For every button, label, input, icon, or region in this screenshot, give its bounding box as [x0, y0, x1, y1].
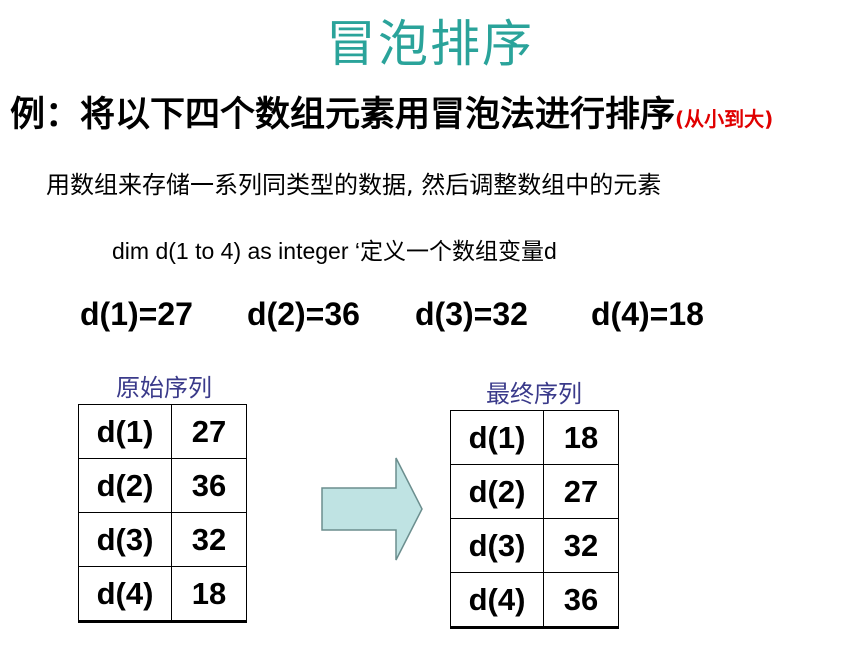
table-cell-value: 27 [171, 404, 247, 459]
table-cell-value: 18 [543, 410, 619, 465]
table-cell-value: 18 [171, 566, 247, 623]
table-row: d(2) 36 [78, 458, 247, 513]
original-sequence-caption: 原始序列 [116, 374, 212, 402]
table-cell-key: d(2) [78, 458, 172, 513]
table-row: d(4) 36 [450, 572, 619, 629]
value-d3: d(3)=32 [415, 296, 528, 332]
value-d4: d(4)=18 [591, 296, 704, 332]
table-cell-key: d(4) [78, 566, 172, 623]
table-cell-key: d(1) [450, 410, 544, 465]
description: 用数组来存储一系列同类型的数据, 然后调整数组中的元素 [46, 171, 662, 199]
example-statement: 例：将以下四个数组元素用冒泡法进行排序(从小到大) [10, 86, 773, 137]
table-cell-key: d(4) [450, 572, 544, 629]
table-cell-value: 32 [171, 512, 247, 567]
table-cell-value: 36 [171, 458, 247, 513]
table-cell-value: 36 [543, 572, 619, 629]
table-cell-value: 27 [543, 464, 619, 519]
table-row: d(3) 32 [78, 512, 247, 567]
table-cell-key: d(1) [78, 404, 172, 459]
table-cell-key: d(3) [78, 512, 172, 567]
table-row: d(4) 18 [78, 566, 247, 623]
table-row: d(1) 18 [450, 410, 619, 465]
sort-order-note: (从小到大) [675, 107, 774, 131]
value-d1: d(1)=27 [80, 296, 193, 332]
table-row: d(2) 27 [450, 464, 619, 519]
example-text: 例：将以下四个数组元素用冒泡法进行排序 [10, 95, 676, 135]
table-row: d(3) 32 [450, 518, 619, 573]
table-cell-key: d(3) [450, 518, 544, 573]
final-sequence-table: d(1) 18 d(2) 27 d(3) 32 d(4) 36 [450, 410, 619, 629]
right-arrow-icon [321, 457, 423, 561]
code-line: dim d(1 to 4) as integer ‘定义一个数组变量d [112, 238, 557, 264]
initial-values: d(1)=27 d(2)=36 d(3)=32 d(4)=18 [80, 296, 704, 333]
page-title: 冒泡排序 [326, 15, 534, 73]
final-sequence-caption: 最终序列 [486, 380, 582, 408]
table-row: d(1) 27 [78, 404, 247, 459]
table-cell-value: 32 [543, 518, 619, 573]
value-d2: d(2)=36 [247, 296, 360, 332]
arrow-shape [321, 457, 423, 561]
table-cell-key: d(2) [450, 464, 544, 519]
original-sequence-table: d(1) 27 d(2) 36 d(3) 32 d(4) 18 [78, 404, 247, 623]
